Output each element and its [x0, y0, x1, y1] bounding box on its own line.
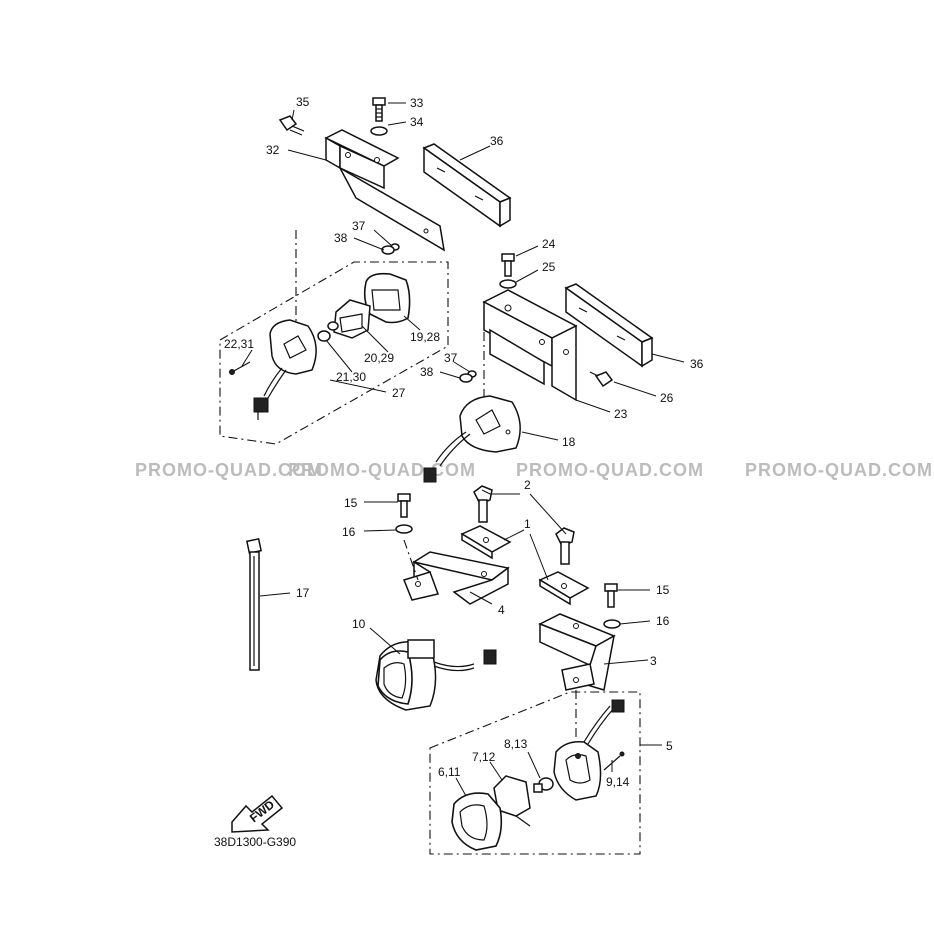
- label-18: 18: [562, 435, 576, 449]
- label-16-left: 16: [342, 525, 356, 539]
- label-2: 2: [524, 478, 531, 492]
- reflector-plate-36-top[interactable]: [422, 143, 512, 228]
- bolt-26[interactable]: [589, 371, 614, 388]
- bolt-2-a[interactable]: [473, 485, 493, 523]
- label-24: 24: [542, 237, 556, 251]
- screw-22-31[interactable]: [229, 361, 251, 375]
- label-15-left: 15: [344, 496, 358, 510]
- label-16-right: 16: [656, 614, 670, 628]
- bolt-24[interactable]: [501, 253, 515, 277]
- label-32: 32: [266, 143, 280, 157]
- label-5: 5: [666, 739, 673, 753]
- bolt-33[interactable]: [372, 97, 386, 122]
- label-10: 10: [352, 617, 366, 631]
- bracket-3[interactable]: [538, 613, 616, 691]
- nut-38-right[interactable]: [459, 373, 473, 383]
- socket-20-29[interactable]: [333, 299, 371, 339]
- watermark-2: PROMO-QUAD.COM: [288, 460, 476, 480]
- plate-1-a[interactable]: [460, 525, 512, 560]
- bolt-15-left[interactable]: [397, 493, 411, 518]
- bolt-2-b[interactable]: [555, 527, 575, 565]
- bracket-4[interactable]: [403, 551, 510, 605]
- turn-lamp-body-5[interactable]: [553, 699, 625, 801]
- label-17: 17: [296, 586, 310, 600]
- screw-9-14[interactable]: [603, 751, 625, 771]
- assembly-box-5: [429, 691, 641, 855]
- nut-38-top[interactable]: [381, 245, 395, 255]
- label-7-12: 7,12: [472, 750, 496, 764]
- label-8-13: 8,13: [504, 737, 528, 751]
- watermark-3: PROMO-QUAD.COM: [516, 460, 704, 480]
- bulb-21-30[interactable]: [317, 321, 339, 342]
- plate-1-b[interactable]: [538, 571, 590, 606]
- label-34: 34: [410, 115, 424, 129]
- washer-25[interactable]: [499, 279, 517, 289]
- bracket-32[interactable]: [324, 129, 446, 252]
- bolt-15-right[interactable]: [604, 583, 618, 608]
- label-35: 35: [296, 95, 310, 109]
- label-1: 1: [524, 517, 531, 531]
- label-36-right: 36: [690, 357, 704, 371]
- assembly-box-27: [219, 261, 449, 445]
- reflector-plate-36-right[interactable]: [564, 283, 654, 368]
- turn-lamp-10[interactable]: [375, 639, 497, 711]
- label-15-right: 15: [656, 583, 670, 597]
- label-3: 3: [650, 654, 657, 668]
- tail-lens-19-28[interactable]: [363, 272, 411, 324]
- label-22-31: 22,31: [224, 337, 254, 351]
- bulb-8-13[interactable]: [533, 777, 554, 793]
- washer-16-left[interactable]: [395, 524, 413, 534]
- fwd-arrow-icon: FWD: [231, 794, 284, 833]
- label-26: 26: [660, 391, 674, 405]
- label-38-right: 38: [420, 365, 434, 379]
- watermark-1: PROMO-QUAD.COM: [135, 460, 323, 480]
- leader-lines: [241, 102, 685, 797]
- label-4: 4: [498, 603, 505, 617]
- cable-tie-17[interactable]: [245, 537, 263, 671]
- tail-lamp-18[interactable]: [423, 395, 521, 483]
- label-6-11: 6,11: [438, 765, 461, 779]
- label-27: 27: [392, 386, 406, 400]
- label-9-14: 9,14: [606, 775, 630, 789]
- tail-lamp-body-27[interactable]: [253, 319, 317, 420]
- label-33: 33: [410, 96, 424, 110]
- callout-labels: 35 33 34 32 36 37 38 19,28 20,29 21,30 2…: [224, 95, 704, 789]
- diagram-code: 38D1300-G390: [214, 835, 296, 849]
- watermark-4: PROMO-QUAD.COM: [745, 460, 933, 480]
- label-20-29: 20,29: [364, 351, 394, 365]
- washer-16-right[interactable]: [603, 619, 621, 629]
- turn-lens-6-11[interactable]: [451, 792, 503, 851]
- label-36-top: 36: [490, 134, 504, 148]
- washer-34[interactable]: [370, 126, 388, 136]
- label-25: 25: [542, 260, 556, 274]
- label-19-28: 19,28: [410, 330, 440, 344]
- label-37-right: 37: [444, 351, 458, 365]
- label-21-30: 21,30: [336, 370, 366, 384]
- bracket-23[interactable]: [482, 289, 578, 402]
- label-37-top: 37: [352, 219, 366, 233]
- label-38-top: 38: [334, 231, 348, 245]
- label-23: 23: [614, 407, 628, 421]
